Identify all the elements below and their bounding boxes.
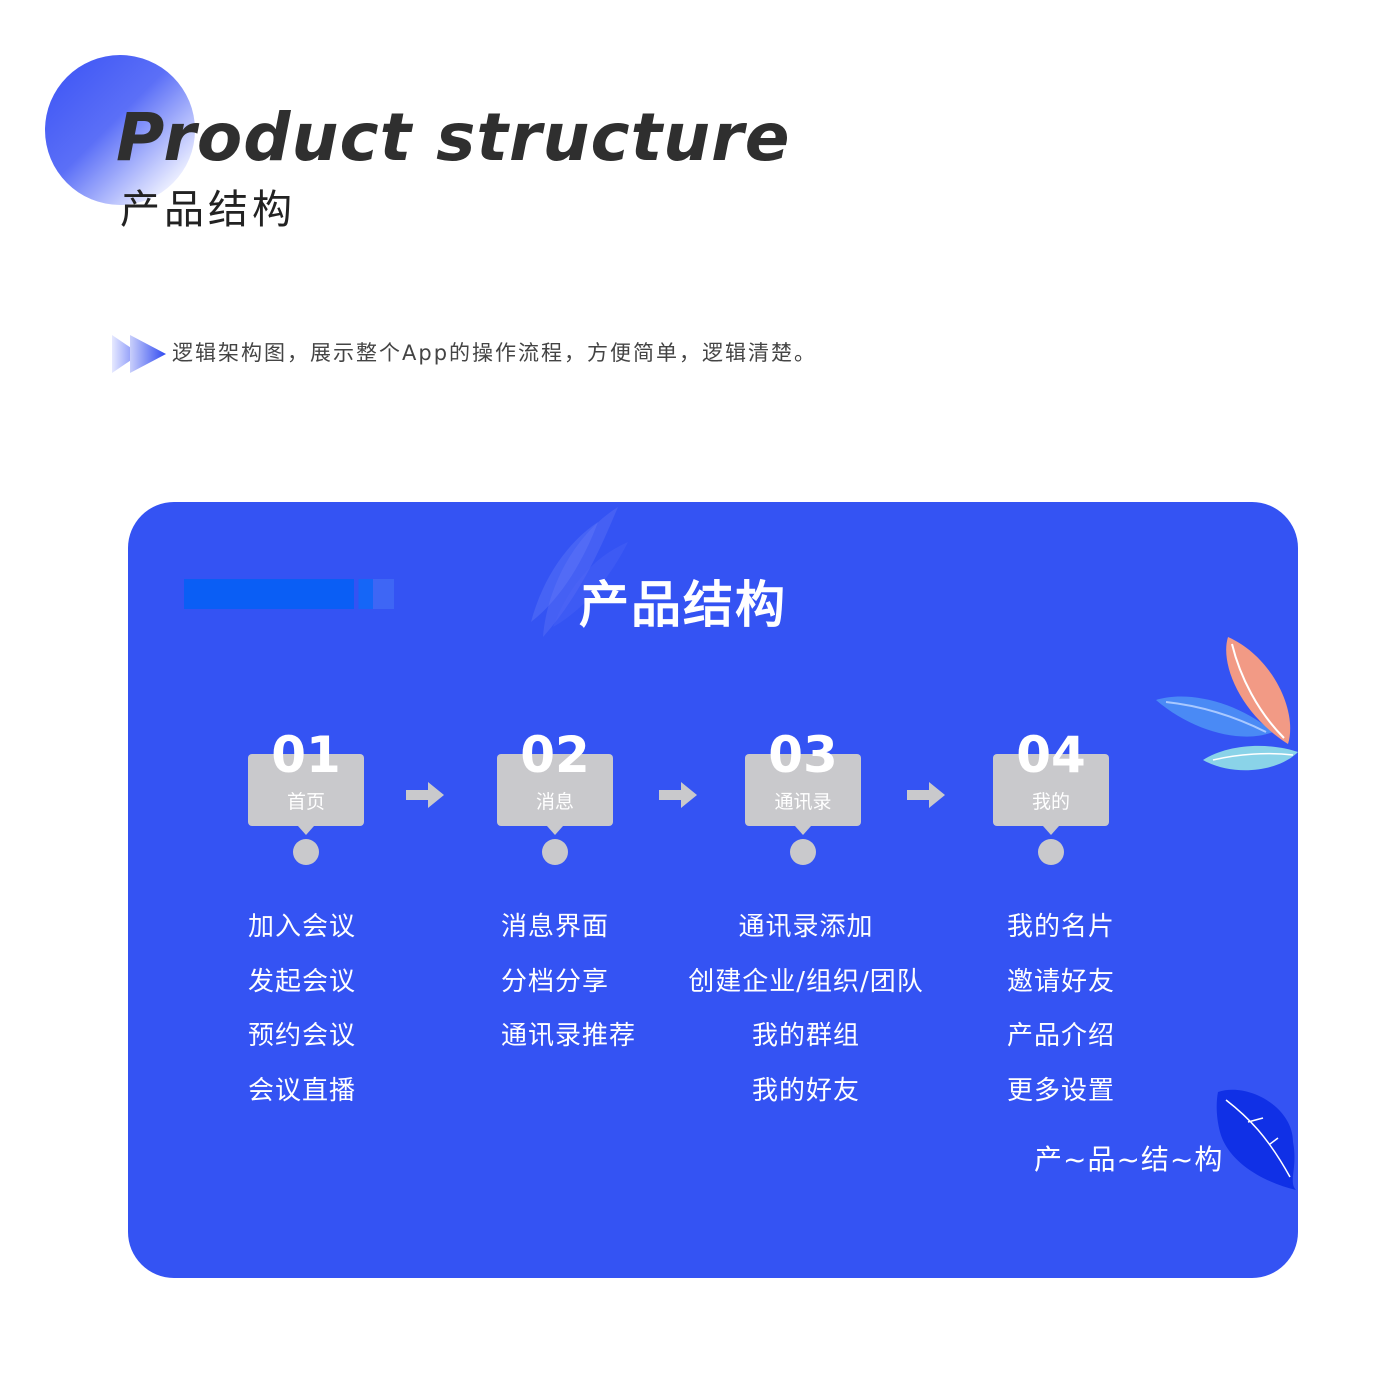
step-dot: [1038, 839, 1064, 865]
arrow-right-icon: [659, 782, 697, 808]
step-label: 首页: [286, 791, 325, 813]
list-item: 发起会议: [248, 966, 357, 997]
intro-text: 逻辑架构图，展示整个App的操作流程，方便简单，逻辑清楚。: [172, 341, 818, 365]
hero-decor-circle: [45, 55, 195, 205]
list-item: 我的名片: [1007, 912, 1116, 942]
step-label: 我的: [1031, 791, 1070, 813]
step-number: 02: [520, 726, 590, 784]
list-item: 更多设置: [1007, 1075, 1116, 1106]
decor-bar: [184, 579, 394, 609]
step-box: [745, 754, 861, 835]
step-02-list: 消息界面 分档分享 通讯录推荐: [501, 900, 636, 1064]
card-footer-text: 产~品~结~构: [1034, 1143, 1224, 1176]
list-item: 通讯录添加: [738, 912, 874, 942]
step-dot: [790, 839, 816, 865]
list-item: 我的好友: [751, 1075, 860, 1106]
step-box: [497, 754, 613, 835]
step-dot: [542, 839, 568, 865]
page-title-en: Product structure: [116, 99, 791, 176]
double-triangle-arrow-icon: [112, 335, 166, 373]
list-item: 创建企业/组织/团队: [688, 966, 924, 997]
list-item: 消息界面: [501, 912, 610, 942]
page-title-cn: 产品结构: [120, 187, 296, 233]
step-label: 消息: [535, 791, 574, 813]
structure-card: 产品结构 01 首页 02 消息 03 通讯录 04 我的: [128, 502, 1298, 1278]
list-item: 通讯录推荐: [501, 1021, 637, 1051]
card-title: 产品结构: [579, 576, 787, 634]
feather-decor-icon: [531, 507, 628, 637]
step-box: [248, 754, 364, 835]
step-number: 04: [1016, 726, 1086, 784]
arrow-right-icon: [406, 782, 444, 808]
arrow-right-icon: [907, 782, 945, 808]
list-item: 分档分享: [501, 966, 610, 997]
leaves-decor-icon: [1156, 637, 1298, 771]
list-item: 我的群组: [751, 1021, 860, 1051]
step-04-list: 我的名片 邀请好友 产品介绍 更多设置: [1007, 900, 1115, 1118]
step-01-list: 加入会议 发起会议 预约会议 会议直播: [248, 900, 356, 1118]
step-number: 03: [768, 726, 838, 784]
leaf-decor-icon: [1216, 1089, 1296, 1190]
step-label: 通讯录: [774, 791, 832, 813]
step-dot: [293, 839, 319, 865]
step-03-list: 通讯录添加 创建企业/组织/团队 我的群组 我的好友: [676, 900, 936, 1118]
step-box: [993, 754, 1109, 835]
list-item: 加入会议: [248, 912, 357, 942]
step-number: 01: [271, 726, 341, 784]
list-item: 预约会议: [248, 1021, 357, 1051]
list-item: 会议直播: [248, 1075, 357, 1106]
list-item: 邀请好友: [1007, 966, 1116, 997]
list-item: 产品介绍: [1007, 1021, 1116, 1051]
